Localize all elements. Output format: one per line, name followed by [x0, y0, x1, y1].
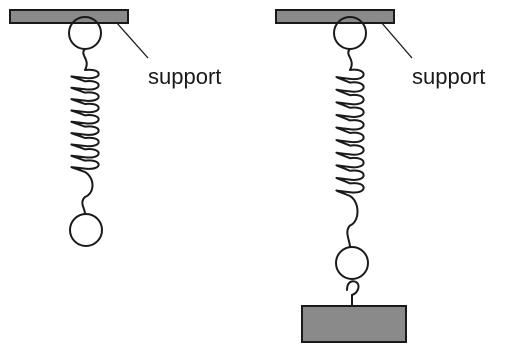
left-bottom-ring — [69, 213, 103, 247]
right-setup: support — [275, 9, 485, 343]
left-support-bar — [9, 9, 129, 24]
left-support-leader-line — [115, 21, 149, 59]
mass-hook — [346, 280, 360, 307]
right-support-label: support — [412, 64, 485, 89]
right-bottom-ring — [335, 246, 369, 280]
right-support-leader-line — [380, 21, 413, 59]
right-spring — [335, 48, 365, 248]
left-setup: support — [9, 9, 221, 247]
left-spring — [70, 48, 100, 215]
left-support-label: support — [148, 64, 221, 89]
right-support-bar — [275, 9, 395, 24]
hanging-mass-block — [301, 305, 407, 343]
